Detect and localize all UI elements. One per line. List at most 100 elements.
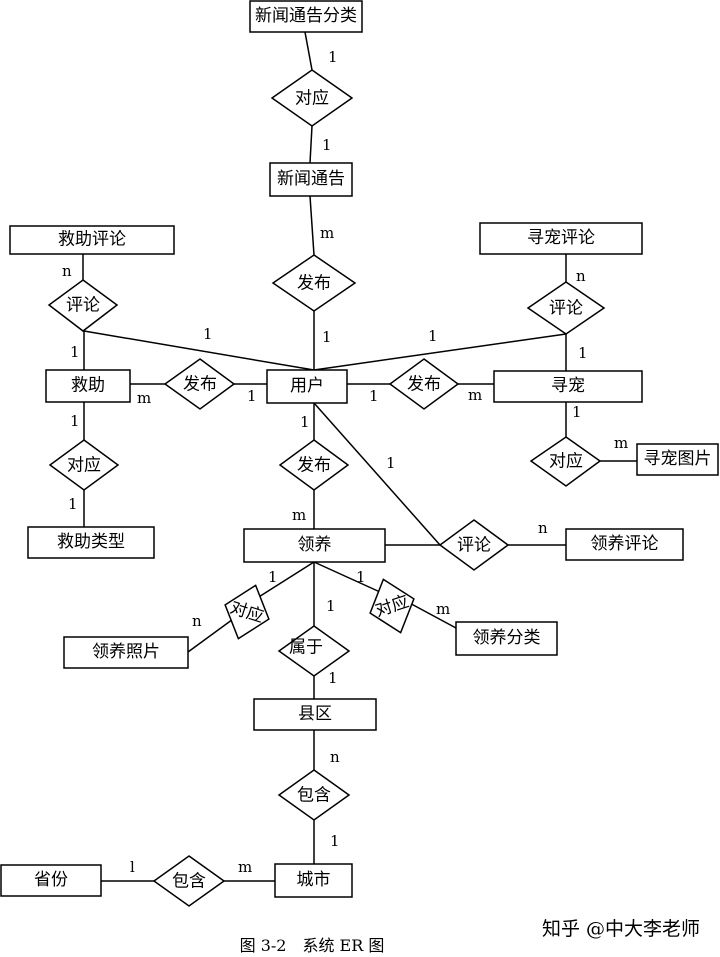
relationship-user-adoption: 发布	[278, 439, 350, 491]
card-rescue-side: m	[137, 389, 151, 407]
entity-pet-search-photo: 寻宠图片	[636, 443, 719, 476]
relationships: 对应 发布 评论 发布 对应 发布 评论 对应	[47, 69, 606, 907]
card-pet-search-comment-side: n	[576, 267, 586, 285]
card-adoption-photo-side: n	[192, 612, 202, 630]
card-user-rescue-side: 1	[247, 387, 257, 405]
edge-user-to-adoption-comment-rel	[313, 402, 441, 546]
card-rescue-type-rescue-side: 1	[70, 412, 80, 430]
relationship-pet-search-photo: 对应	[529, 436, 602, 487]
relationship-county-city: 包含	[277, 769, 351, 821]
card-rescue-type-side: 1	[68, 495, 78, 513]
card-pet-search-comment-pet-side: 1	[578, 344, 588, 362]
card-adoption-photo-adoption-side: 1	[268, 568, 278, 586]
card-adoption-county-county-side: 1	[328, 669, 338, 687]
entity-adoption-label: 领养	[298, 535, 332, 555]
card-pet-search-photo-pet-side: 1	[572, 403, 582, 421]
entity-county-label: 县区	[298, 704, 332, 724]
entity-adoption-category: 领养分类	[455, 621, 558, 656]
entity-rescue-label: 救助	[71, 376, 105, 396]
entity-rescue-comment-label: 救助评论	[58, 230, 126, 250]
entity-county: 县区	[253, 698, 377, 731]
card-user-news-side: 1	[322, 328, 332, 346]
entity-pet-search-comment: 寻宠评论	[479, 222, 643, 255]
entity-news-label: 新闻通告	[277, 169, 345, 189]
card-adoption-comment-side: n	[538, 519, 548, 537]
card-county-city-city-side: 1	[330, 832, 340, 850]
edge-adoption-to-photo-rel	[253, 561, 315, 601]
entity-news-category-label: 新闻通告分类	[255, 6, 357, 26]
edges	[82, 31, 637, 882]
card-adoption-comment-user-side: 1	[386, 454, 396, 472]
entity-pet-search-comment-label: 寻宠评论	[527, 228, 595, 248]
card-pet-search-comment-user-side: 1	[428, 327, 438, 345]
card-adoption-category-adoption-side: 1	[356, 568, 366, 586]
relationship-user-rescue-comment: 评论	[47, 279, 119, 332]
card-user-pet-search-side: 1	[369, 387, 379, 405]
relationship-news-category-news-label: 对应	[295, 89, 329, 109]
relationship-user-pet-search-comment: 评论	[526, 281, 606, 335]
relationship-user-pet-search-comment-label: 评论	[549, 299, 583, 319]
entity-user-label: 用户	[290, 376, 324, 396]
relationship-user-adoption-label: 发布	[297, 456, 331, 476]
card-province-side: l	[130, 858, 135, 876]
entity-adoption-comment-label: 领养评论	[591, 534, 659, 554]
figure-caption: 图 3-2 系统 ER 图	[240, 936, 385, 955]
entity-adoption: 领养	[243, 528, 386, 563]
entity-rescue: 救助	[45, 369, 131, 403]
entity-province: 省份	[0, 864, 102, 897]
relationship-rescue-type: 对应	[48, 439, 120, 491]
relationship-user-rescue-comment-label: 评论	[66, 296, 100, 316]
card-rescue-comment-user-side: 1	[203, 325, 213, 343]
edge-news-category-to-rel	[304, 31, 313, 71]
card-adoption-category-side: m	[436, 600, 450, 618]
entity-adoption-photo: 领养照片	[63, 636, 189, 669]
entity-adoption-category-label: 领养分类	[473, 628, 541, 648]
card-province-city-side: m	[238, 858, 252, 876]
card-rescue-comment-rescue-side: 1	[70, 343, 80, 361]
relationship-user-news: 发布	[271, 254, 357, 312]
entities: 新闻通告分类 新闻通告 救助评论 救助 救助类型 用户 寻宠 寻宠评论	[0, 0, 719, 898]
entity-news-category: 新闻通告分类	[249, 0, 363, 33]
card-news-side-b: m	[320, 224, 334, 242]
card-pet-search-side: m	[468, 386, 482, 404]
edge-rel-to-news	[309, 125, 313, 164]
entity-pet-search-photo-label: 寻宠图片	[644, 449, 712, 469]
card-county-city-county-side: n	[330, 748, 340, 766]
edge-adoption-to-category-rel	[313, 561, 381, 593]
entity-rescue-type-label: 救助类型	[57, 532, 125, 552]
entity-news: 新闻通告	[269, 162, 353, 197]
relationship-user-adoption-comment-label: 评论	[457, 536, 491, 556]
relationship-adoption-category: 对应	[369, 578, 415, 634]
relationship-county-city-label: 包含	[297, 786, 331, 806]
relationship-adoption-county: 属于	[277, 625, 351, 677]
edge-rescue-comment-rel-to-user	[83, 330, 315, 371]
watermark: 知乎 @中大李老师	[542, 918, 700, 940]
card-user-adoption-user-side: 1	[300, 413, 310, 431]
entity-adoption-comment: 领养评论	[565, 528, 684, 561]
relationship-adoption-county-label: 属于	[289, 638, 323, 658]
edge-news-to-publish	[309, 195, 315, 256]
relationship-user-pet-search-label: 发布	[407, 375, 441, 395]
relationship-pet-search-photo-label: 对应	[549, 452, 583, 472]
entity-user: 用户	[266, 369, 348, 404]
card-user-adoption-side: m	[292, 506, 306, 524]
entity-city: 城市	[274, 863, 353, 898]
relationship-adoption-photo: 对应	[224, 584, 270, 640]
entity-pet-search: 寻宠	[493, 370, 643, 403]
relationship-province-city: 包含	[152, 855, 226, 907]
entity-province-label: 省份	[34, 870, 68, 890]
entity-adoption-photo-label: 领养照片	[92, 642, 160, 662]
relationship-user-pet-search: 发布	[388, 358, 460, 410]
edge-category-rel-to-category	[403, 599, 457, 629]
entity-city-label: 城市	[297, 870, 331, 890]
cardinalities: 1 1 m 1 n 1 1 m 1 1 1 n 1 1 1 m 1 m 1 m …	[62, 48, 628, 876]
card-adoption-county-adoption-side: 1	[326, 597, 336, 615]
relationship-news-category-news: 对应	[270, 69, 354, 127]
card-news-side-a: 1	[322, 136, 332, 154]
entity-rescue-comment: 救助评论	[9, 225, 175, 255]
card-rescue-comment-side: n	[62, 262, 72, 280]
edge-pet-comment-rel-to-user	[313, 333, 567, 371]
relationship-user-rescue: 发布	[163, 358, 236, 410]
relationship-user-news-label: 发布	[297, 274, 331, 294]
